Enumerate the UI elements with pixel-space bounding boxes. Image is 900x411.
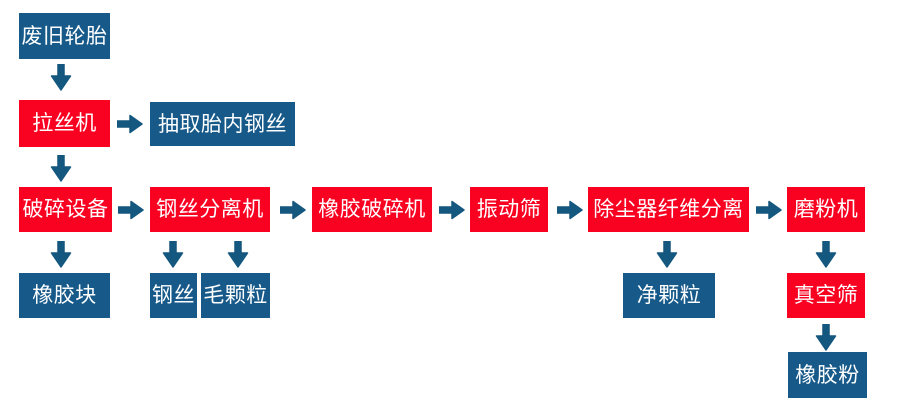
node-rough-granules: 毛颗粒 <box>201 273 270 318</box>
node-label: 橡胶粉 <box>795 362 860 387</box>
node-vibrating-screen: 振动筛 <box>470 187 548 232</box>
node-crushing-equipment: 破碎设备 <box>19 187 112 232</box>
node-wire-drawing-machine: 拉丝机 <box>19 100 110 147</box>
node-label: 破碎设备 <box>22 197 109 221</box>
arrow-down-icon <box>814 323 838 351</box>
arrow-down-icon <box>49 154 73 182</box>
node-vacuum-screen: 真空筛 <box>787 273 865 318</box>
node-grinding-machine: 磨粉机 <box>787 187 865 232</box>
node-steel-wire-separator: 钢丝分离机 <box>150 187 270 232</box>
arrow-down-icon <box>814 240 838 268</box>
node-rubber-block: 橡胶块 <box>19 273 110 318</box>
node-label: 振动筛 <box>476 197 542 221</box>
node-waste-tires: 废旧轮胎 <box>19 13 110 59</box>
arrow-right-icon <box>117 199 144 221</box>
node-label: 毛颗粒 <box>203 283 268 307</box>
arrow-right-icon <box>116 113 143 135</box>
node-dust-collector-fiber-separation: 除尘器纤维分离 <box>588 187 749 232</box>
node-label: 废旧轮胎 <box>21 23 108 48</box>
node-label: 除尘器纤维分离 <box>593 197 744 221</box>
node-steel-wire: 钢丝 <box>150 273 197 318</box>
node-label: 拉丝机 <box>32 111 97 135</box>
arrow-down-icon <box>49 63 73 91</box>
node-label: 钢丝 <box>152 283 195 307</box>
node-rubber-crusher: 橡胶破碎机 <box>312 187 432 232</box>
arrow-right-icon <box>279 199 306 221</box>
node-label: 磨粉机 <box>793 197 859 221</box>
node-label: 抽取胎内钢丝 <box>158 111 287 136</box>
node-extract-tire-steel-wire: 抽取胎内钢丝 <box>150 102 295 146</box>
node-label: 净颗粒 <box>636 283 702 307</box>
arrow-down-icon <box>226 240 250 268</box>
arrow-right-icon <box>438 199 465 221</box>
arrow-down-icon <box>655 240 679 268</box>
node-rubber-powder: 橡胶粉 <box>788 352 867 398</box>
node-label: 橡胶块 <box>32 283 97 307</box>
arrow-right-icon <box>556 199 583 221</box>
arrow-right-icon <box>755 199 782 221</box>
node-clean-granules: 净颗粒 <box>623 273 715 318</box>
node-label: 真空筛 <box>793 283 859 307</box>
arrow-down-icon <box>161 240 185 268</box>
node-label: 橡胶破碎机 <box>318 197 426 221</box>
arrow-down-icon <box>49 240 73 268</box>
node-label: 钢丝分离机 <box>156 197 264 221</box>
